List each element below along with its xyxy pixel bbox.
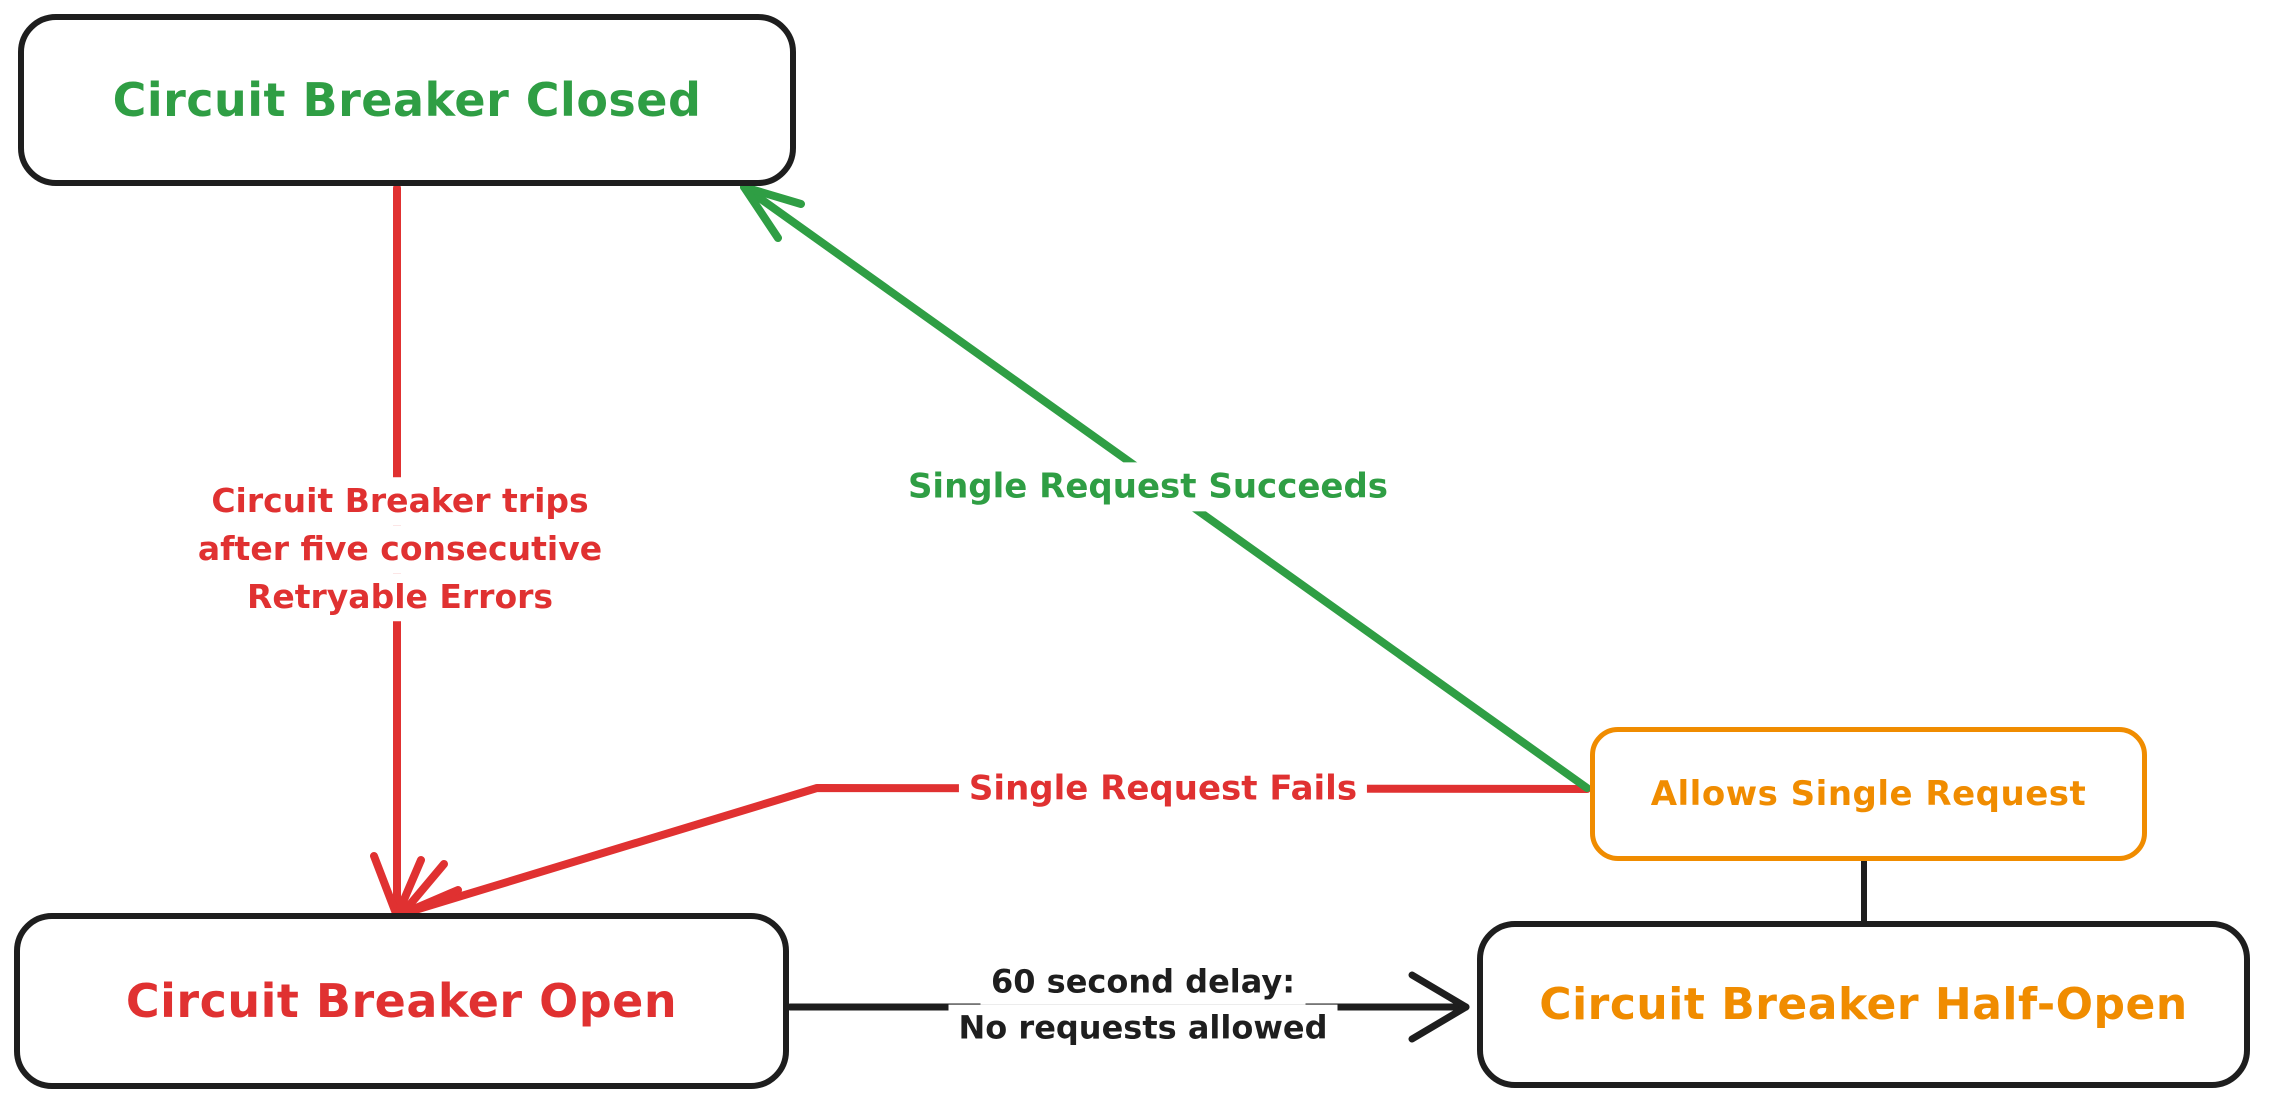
fails-arrow-label: Single Request Fails	[958, 764, 1368, 814]
node-circuit-breaker-half-open: Circuit Breaker Half-Open	[1477, 921, 2250, 1088]
node-circuit-breaker-closed: Circuit Breaker Closed	[18, 14, 796, 186]
node-allows-single-request: Allows Single Request	[1590, 727, 2147, 861]
succeeds-arrow-label-text: Single Request Succeeds	[897, 462, 1399, 512]
node-allows-single-request-label: Allows Single Request	[1650, 774, 2087, 814]
fails-arrow-label-text: Single Request Fails	[958, 764, 1368, 814]
delay-arrow-label-line-2: No requests allowed	[948, 1005, 1338, 1052]
trip-arrow-label: Circuit Breaker trips after five consecu…	[187, 477, 613, 621]
node-circuit-breaker-closed-label: Circuit Breaker Closed	[112, 73, 702, 127]
delay-arrow-label-line-1: 60 second delay:	[980, 958, 1306, 1005]
node-circuit-breaker-half-open-label: Circuit Breaker Half-Open	[1539, 979, 2188, 1030]
trip-arrow-label-line-3: Retryable Errors	[236, 572, 564, 621]
trip-arrow-label-line-2: after five consecutive	[187, 525, 613, 573]
trip-arrow-label-line-1: Circuit Breaker trips	[201, 477, 599, 526]
succeeds-arrow-label: Single Request Succeeds	[897, 462, 1399, 512]
node-circuit-breaker-open: Circuit Breaker Open	[14, 913, 789, 1089]
node-circuit-breaker-open-label: Circuit Breaker Open	[125, 974, 678, 1028]
delay-arrow-label: 60 second delay: No requests allowed	[948, 958, 1338, 1052]
